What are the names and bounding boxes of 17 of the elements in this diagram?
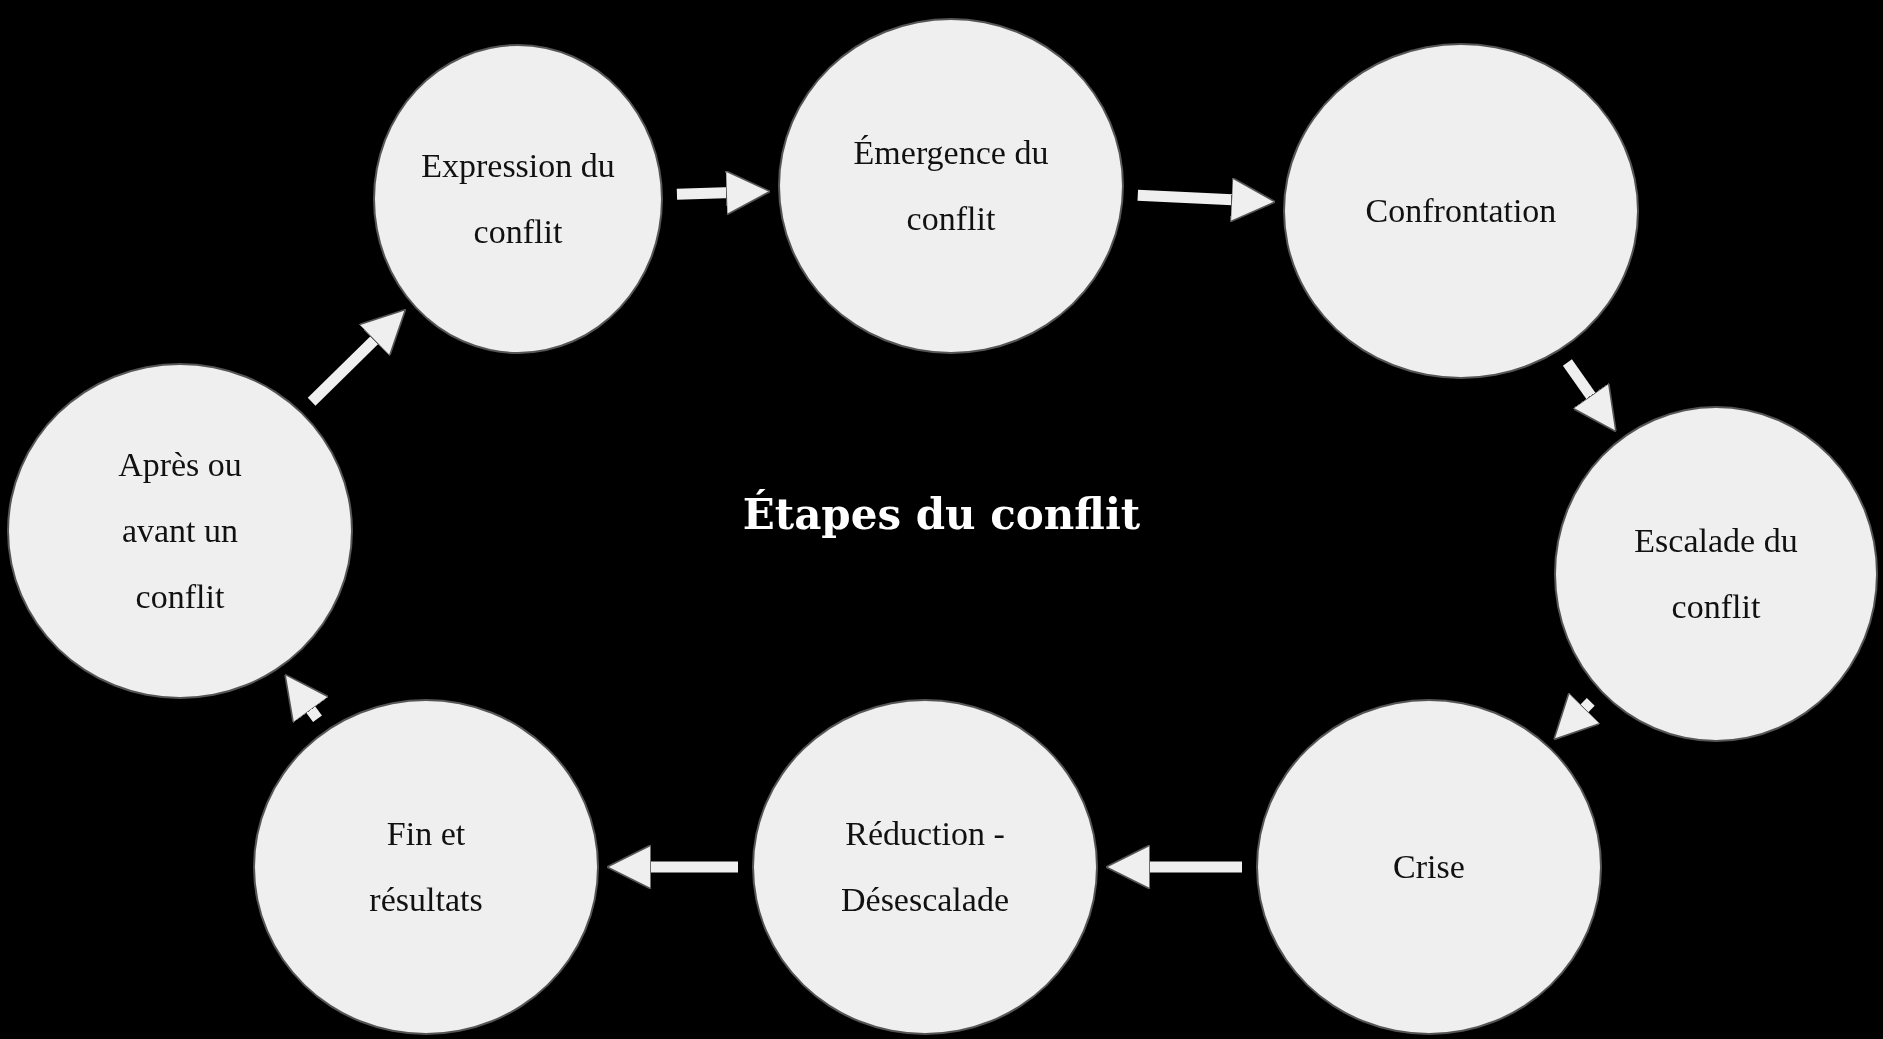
block-arrow [307,308,407,406]
block-arrow [284,673,330,724]
block-arrow [1562,359,1617,433]
stage-label: Réduction - Désescalade [840,813,1010,920]
stage-label: Après ou avant un conflit [117,444,243,618]
stage-label: Crise [1393,846,1465,887]
diagram-title: Étapes du conflit [742,490,1141,539]
stage-label: Expression du conflit [420,145,616,252]
stage-label: Confrontation [1365,190,1557,231]
block-arrow [606,844,738,890]
block-arrow [1137,176,1277,223]
stage-label: Fin et résultats [368,813,484,920]
block-arrow [676,169,771,216]
block-arrow [1105,844,1242,890]
stage-label: Émergence du conflit [852,132,1050,239]
stage-label: Escalade du conflit [1633,520,1799,627]
block-arrow [1553,691,1602,741]
